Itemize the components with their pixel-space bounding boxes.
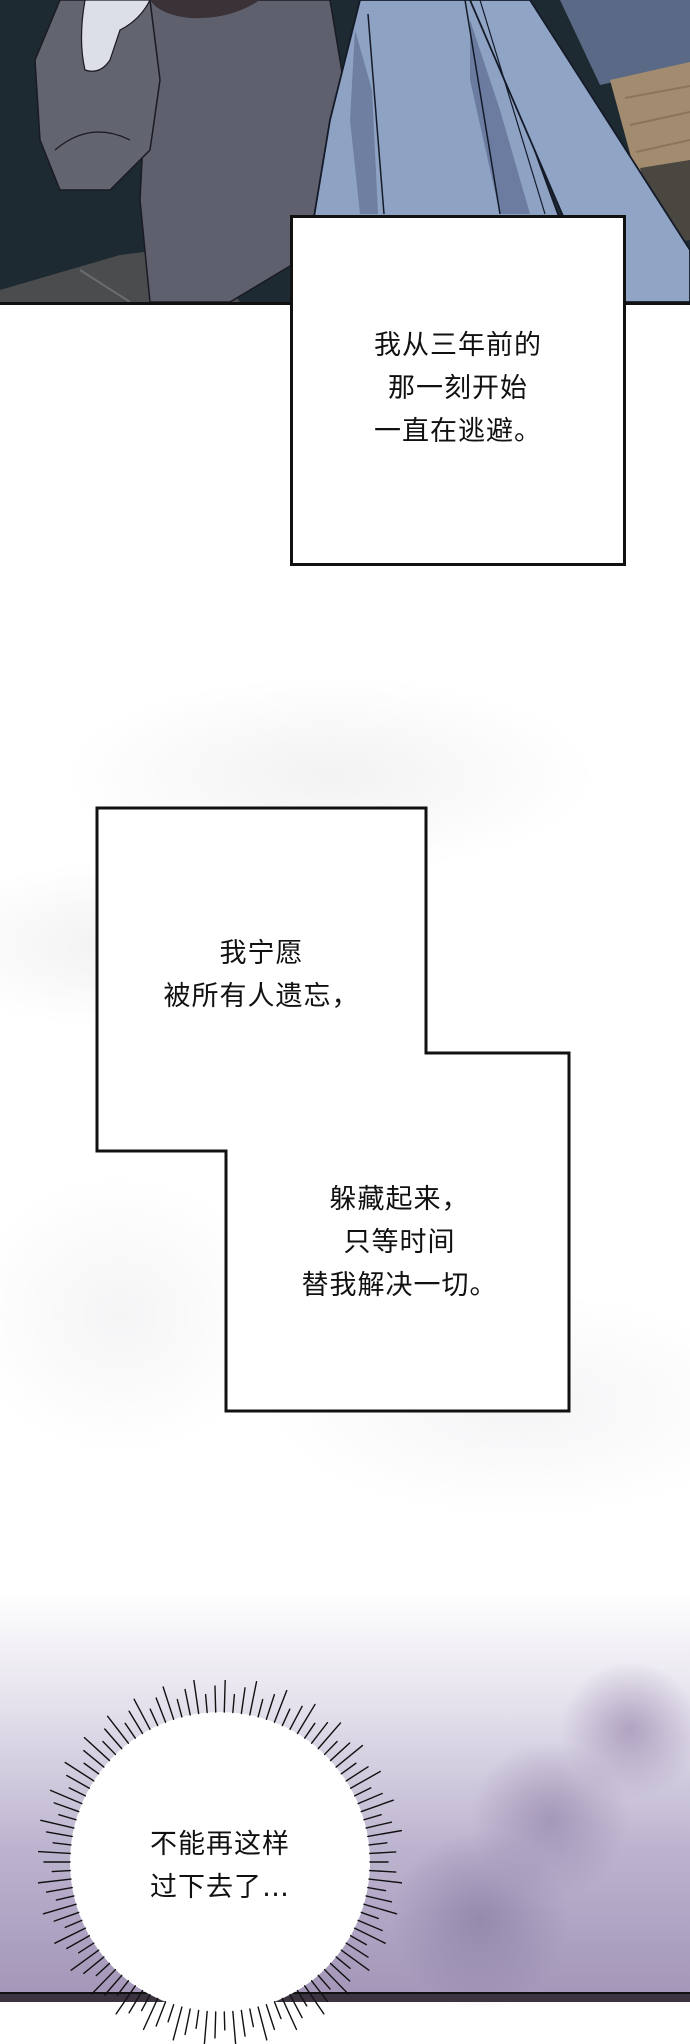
caption-box-2 <box>95 806 571 1413</box>
caption-line: 只等时间 <box>343 1227 456 1258</box>
caption-2-upper-text: 我宁愿 被所有人遗忘， <box>97 932 426 1018</box>
caption-line: 那一刻开始 <box>388 373 528 404</box>
bubble-line: 过下去了… <box>150 1872 290 1903</box>
burst-bubble-text: 不能再这样 过下去了… <box>120 1823 320 1909</box>
caption-2-lower-text: 躲藏起来， 只等时间 替我解决一切。 <box>230 1178 569 1307</box>
caption-line: 我宁愿 <box>219 938 304 969</box>
dandelion-shape <box>390 1830 570 2010</box>
caption-line: 我从三年前的 <box>374 330 542 361</box>
burst-speech-bubble <box>38 1680 402 2044</box>
caption-1-text: 我从三年前的 那一刻开始 一直在逃避。 <box>290 324 626 453</box>
caption-line: 躲藏起来， <box>329 1184 470 1215</box>
bubble-line: 不能再这样 <box>150 1829 290 1860</box>
caption-line: 替我解决一切。 <box>301 1270 498 1301</box>
caption-line: 被所有人遗忘， <box>163 981 360 1012</box>
next-panel-edge <box>0 1992 690 2002</box>
caption-box-1 <box>290 215 626 566</box>
caption-line: 一直在逃避。 <box>374 416 542 447</box>
